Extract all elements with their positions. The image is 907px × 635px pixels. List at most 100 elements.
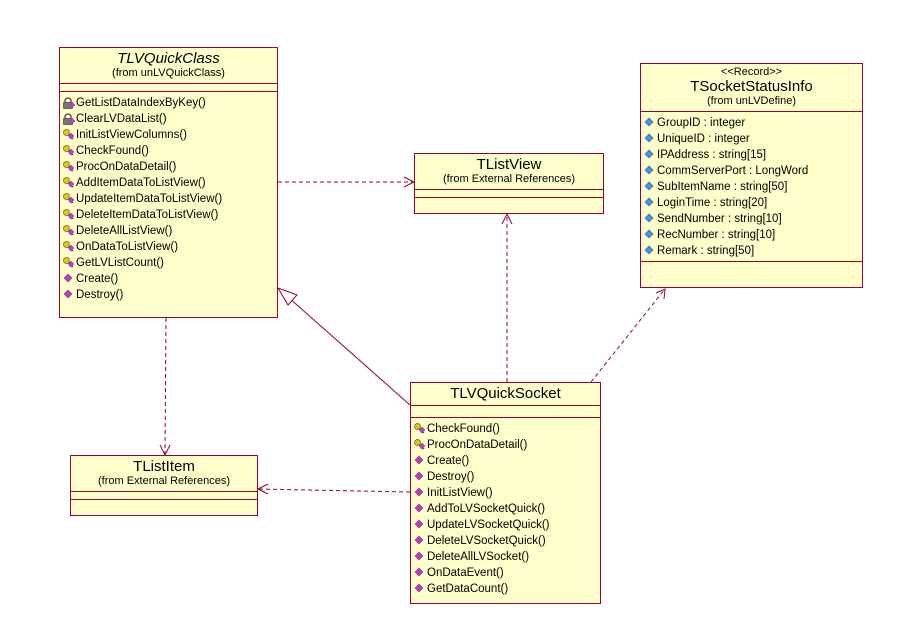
class-name: TLVQuickClass: [117, 50, 220, 67]
compartment-divider: [641, 111, 862, 112]
method-item[interactable]: DeleteAllListView(): [62, 223, 277, 239]
attribute-item[interactable]: UniqueID : integer: [643, 131, 862, 147]
public-diamond-icon: [413, 470, 427, 484]
compartment-divider: [641, 261, 862, 262]
method-item[interactable]: InitListViewColumns(): [62, 127, 277, 143]
class-package: (from unLVDefine): [706, 95, 797, 107]
attribute-item[interactable]: CommServerPort : LongWord: [643, 163, 862, 179]
compartment-divider: [415, 189, 603, 190]
attribute-diamond-icon: [643, 212, 657, 226]
protected-key-icon: [62, 128, 76, 142]
method-item[interactable]: Create(): [413, 453, 600, 469]
method-item[interactable]: ClearLVDataList(): [62, 111, 277, 127]
method-item[interactable]: DeleteAllLVSocket(): [413, 549, 600, 565]
attributes-compartment: [60, 84, 277, 91]
method-label: OnDataEvent(): [427, 567, 504, 579]
method-item[interactable]: GetLVListCount(): [62, 255, 277, 271]
attribute-diamond-icon: [643, 196, 657, 210]
attribute-item[interactable]: SendNumber : string[10]: [643, 211, 862, 227]
method-item[interactable]: InitListView(): [413, 485, 600, 501]
method-item[interactable]: UpdateLVSocketQuick(): [413, 517, 600, 533]
public-diamond-icon: [62, 272, 76, 286]
method-item[interactable]: AddToLVSocketQuick(): [413, 501, 600, 517]
public-diamond-icon: [413, 566, 427, 580]
method-label: ClearLVDataList(): [76, 113, 167, 125]
attribute-label: RecNumber : string[10]: [657, 229, 776, 241]
class-package: (from External References): [442, 173, 576, 185]
method-label: AddToLVSocketQuick(): [427, 503, 546, 515]
class-tlistview[interactable]: TListView (from External References): [414, 153, 604, 214]
method-label: AddItemDataToListView(): [76, 177, 206, 189]
attribute-item[interactable]: LoginTime : string[20]: [643, 195, 862, 211]
class-name: TLVQuickSocket: [450, 385, 561, 402]
method-label: DeleteAllLVSocket(): [427, 551, 530, 563]
class-header: TLVQuickClass (from unLVQuickClass): [60, 48, 277, 83]
attribute-label: SendNumber : string[10]: [657, 213, 782, 225]
protected-key-icon: [413, 422, 427, 436]
attribute-diamond-icon: [643, 132, 657, 146]
class-tlistitem[interactable]: TListItem (from External References): [70, 455, 258, 516]
attribute-item[interactable]: SubItemName : string[50]: [643, 179, 862, 195]
method-label: ProcOnDataDetail(): [76, 161, 177, 173]
method-item[interactable]: UpdateItemDataToListView(): [62, 191, 277, 207]
method-label: GetLVListCount(): [76, 257, 164, 269]
attribute-item[interactable]: RecNumber : string[10]: [643, 227, 862, 243]
protected-key-icon: [62, 256, 76, 270]
method-label: DeleteItemDataToListView(): [76, 209, 219, 221]
dependency-quicksocket-to-listitem: [257, 488, 411, 493]
method-item[interactable]: Destroy(): [62, 287, 277, 303]
method-label: UpdateLVSocketQuick(): [427, 519, 550, 531]
method-item[interactable]: Create(): [62, 271, 277, 287]
methods-compartment: CheckFound() ProcOnDataDetail() Create()…: [411, 418, 600, 599]
method-item[interactable]: CheckFound(): [413, 421, 600, 437]
compartment-divider: [60, 91, 277, 92]
method-item[interactable]: DeleteLVSocketQuick(): [413, 533, 600, 549]
method-label: Destroy(): [427, 471, 475, 483]
arrowhead-listitem-right: [256, 483, 269, 495]
class-name: TListItem: [133, 458, 195, 475]
method-item[interactable]: CheckFound(): [62, 143, 277, 159]
arrowhead-listview-bottom: [501, 212, 513, 225]
method-label: InitListViewColumns(): [76, 129, 187, 141]
class-tlvquickclass[interactable]: TLVQuickClass (from unLVQuickClass) GetL…: [59, 47, 278, 318]
method-item[interactable]: GetDataCount(): [413, 581, 600, 597]
protected-key-icon: [62, 208, 76, 222]
attribute-diamond-icon: [643, 148, 657, 162]
method-label: GetListDataIndexByKey(): [76, 97, 206, 109]
method-item[interactable]: AddItemDataToListView(): [62, 175, 277, 191]
method-label: GetDataCount(): [427, 583, 509, 595]
public-diamond-icon: [413, 518, 427, 532]
attribute-item[interactable]: Remark : string[50]: [643, 243, 862, 259]
method-label: OnDataToListView(): [76, 241, 179, 253]
attribute-label: CommServerPort : LongWord: [657, 165, 809, 177]
methods-compartment: GetListDataIndexByKey() ClearLVDataList(…: [60, 92, 277, 305]
arrowhead-socketstatusinfo: [655, 288, 666, 300]
class-header: TLVQuickSocket: [411, 383, 600, 405]
public-diamond-icon: [413, 582, 427, 596]
public-diamond-icon: [62, 288, 76, 302]
protected-key-icon: [62, 224, 76, 238]
method-item[interactable]: OnDataToListView(): [62, 239, 277, 255]
attribute-diamond-icon: [643, 164, 657, 178]
method-item[interactable]: ProcOnDataDetail(): [413, 437, 600, 453]
method-item[interactable]: Destroy(): [413, 469, 600, 485]
class-tsocketstatusinfo[interactable]: <<Record>> TSocketStatusInfo (from unLVD…: [640, 63, 863, 288]
method-label: DeleteAllListView(): [76, 225, 173, 237]
class-package: (from unLVQuickClass): [112, 67, 225, 79]
method-item[interactable]: OnDataEvent(): [413, 565, 600, 581]
method-item[interactable]: ProcOnDataDetail(): [62, 159, 277, 175]
attributes-compartment: [415, 190, 603, 197]
protected-key-icon: [62, 192, 76, 206]
class-tlvquicksocket[interactable]: TLVQuickSocket CheckFound() ProcOnDataDe…: [410, 382, 601, 604]
attribute-item[interactable]: IPAddress : string[15]: [643, 147, 862, 163]
compartment-divider: [411, 405, 600, 406]
public-diamond-icon: [413, 534, 427, 548]
attribute-diamond-icon: [643, 116, 657, 130]
public-diamond-icon: [413, 486, 427, 500]
attribute-item[interactable]: GroupID : integer: [643, 115, 862, 131]
class-stereotype: <<Record>>: [720, 66, 783, 78]
protected-key-icon: [62, 160, 76, 174]
method-item[interactable]: GetListDataIndexByKey(): [62, 95, 277, 111]
method-item[interactable]: DeleteItemDataToListView(): [62, 207, 277, 223]
